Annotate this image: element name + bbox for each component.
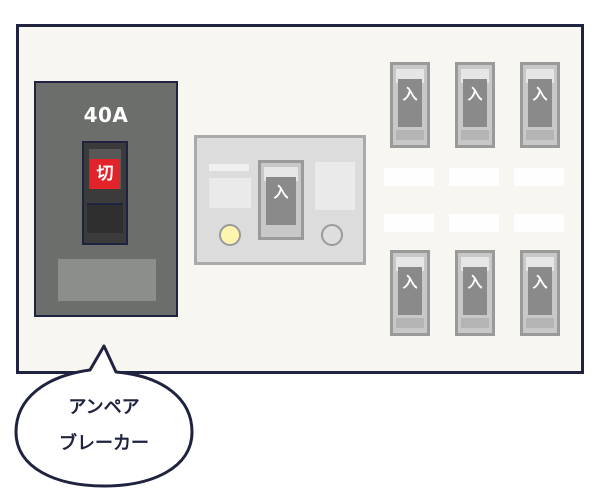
on-label: 入: [402, 273, 418, 291]
slot-placeholder: [384, 168, 434, 186]
earth-leakage-switch[interactable]: 入: [258, 160, 304, 240]
bubble-shape: [14, 344, 194, 488]
on-label: 入: [532, 85, 548, 103]
ampere-breaker-switch[interactable]: 切: [82, 141, 128, 245]
on-label: 入: [402, 85, 418, 103]
slot-placeholder: [514, 168, 564, 186]
switch-base: [461, 318, 489, 328]
branch-breaker-switch[interactable]: 入: [390, 250, 430, 336]
lever: [528, 79, 552, 127]
callout-bubble: アンペア ブレーカー: [12, 340, 196, 490]
branch-breaker-switch[interactable]: 入: [520, 62, 560, 148]
lever: [528, 267, 552, 315]
breaker-nameplate: [58, 259, 156, 301]
branch-breaker-switch[interactable]: 入: [520, 250, 560, 336]
test-button[interactable]: [321, 224, 343, 246]
slot-placeholder: [449, 168, 499, 186]
branch-breaker-switch[interactable]: 入: [455, 62, 495, 148]
callout-text: アンペア ブレーカー: [12, 390, 196, 462]
lever: [398, 79, 422, 127]
callout-line-1: アンペア: [68, 397, 140, 418]
slot-placeholder: [449, 214, 499, 232]
branch-breaker-switch[interactable]: 入: [455, 250, 495, 336]
switch-base: [396, 130, 424, 140]
lever: [398, 267, 422, 315]
indicator-lamp: [219, 224, 241, 246]
label-block-right: [315, 162, 355, 210]
slot-placeholder: [514, 214, 564, 232]
switch-base: [396, 318, 424, 328]
lever: [266, 177, 296, 225]
switch-base: [526, 318, 554, 328]
ampere-breaker: 40A 切: [34, 81, 178, 317]
switch-base: [87, 203, 123, 233]
switch-base: [461, 130, 489, 140]
slot-placeholder: [384, 214, 434, 232]
label-block-left: [209, 178, 251, 208]
lever: [463, 267, 487, 315]
lever: [463, 79, 487, 127]
on-label: 入: [532, 273, 548, 291]
on-label: 入: [467, 273, 483, 291]
off-label: 切: [90, 159, 120, 189]
on-label: 入: [273, 183, 289, 201]
branch-breaker-switch[interactable]: 入: [390, 62, 430, 148]
callout-line-2: ブレーカー: [59, 433, 149, 454]
indicator-stripe: [209, 164, 249, 171]
on-label: 入: [467, 85, 483, 103]
switch-base: [526, 130, 554, 140]
amp-rating-label: 40A: [83, 103, 129, 127]
